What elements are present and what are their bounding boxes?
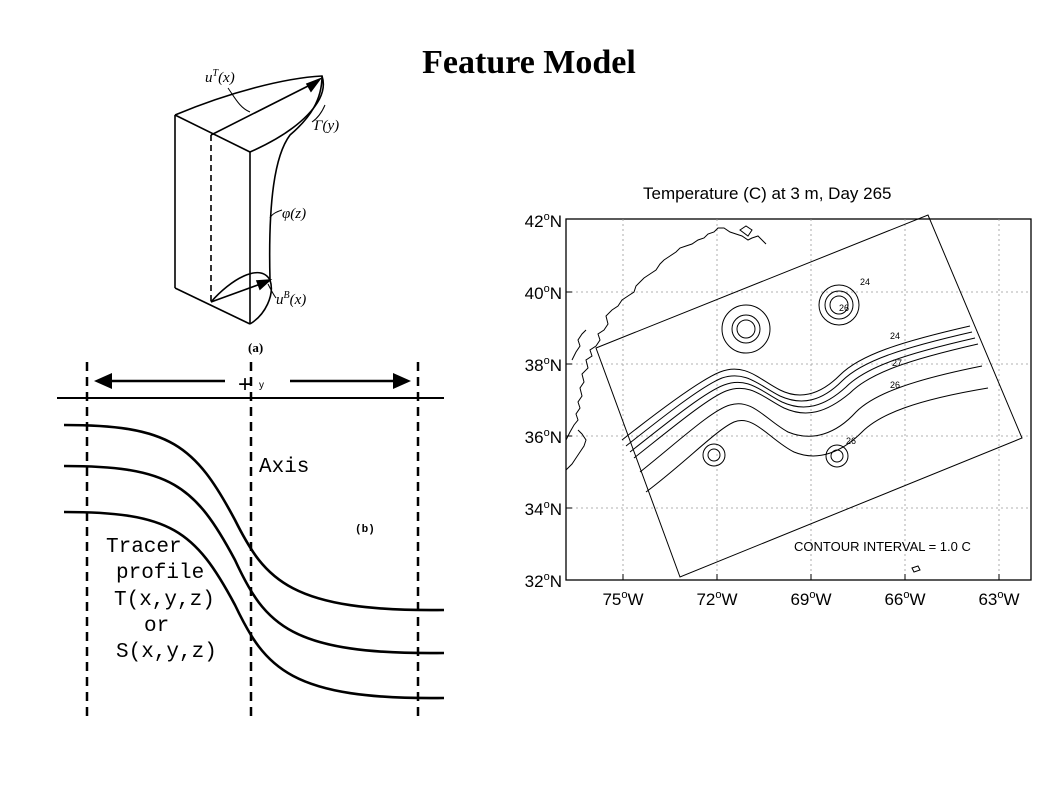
lat-axis-labels: 42oN 40oN 38oN 36oN 34oN 32oN [525,211,562,591]
contour-labels: 24 26 24 27 26 26 [839,277,902,446]
lon-label: 72oW [696,589,737,609]
axis-label: Axis [259,456,309,479]
tracer-line: S(x,y,z) [116,641,217,664]
eddy-contours [702,284,860,468]
label-uB: uB(x) [276,290,306,308]
coastline [565,225,921,573]
tracer-profile-label: Tracer profile T(x,y,z) or S(x,y,z) [106,536,217,664]
tracer-line: Tracer [106,536,182,559]
lat-label: 40oN [525,283,562,303]
panel-b-caption: (b) [355,524,375,536]
contour-label: 27 [892,358,902,368]
tracer-line: or [144,615,169,638]
lon-label: 66oW [884,589,925,609]
lat-label: 34oN [525,499,562,519]
label-gamma: Γ(y) [313,118,339,134]
temperature-contours [621,325,989,493]
contour-label: 24 [860,277,870,287]
lon-axis-labels: 75oW 72oW 69oW 66oW 63oW [602,589,1019,609]
panel-a-diagram [174,75,326,325]
contour-label: 24 [890,331,900,341]
panel-b-diagram [57,362,445,720]
lat-label: 38oN [525,355,562,375]
lon-label: 63oW [978,589,1019,609]
page-title: Feature Model [422,44,636,81]
model-domain [595,214,1023,578]
y-label: y [259,380,264,391]
contour-interval-note: CONTOUR INTERVAL = 1.0 C [794,539,971,554]
contour-label: 26 [839,303,849,313]
label-phi: φ(z) [282,206,306,222]
lat-label: 32oN [525,571,562,591]
map-frame [565,218,1032,581]
tracer-line: profile [116,562,204,585]
lon-label: 69oW [790,589,831,609]
panel-a-caption: (a) [248,340,263,355]
contour-label: 26 [846,436,856,446]
map-title: Temperature (C) at 3 m, Day 265 [643,184,891,203]
label-uT: uT(x) [205,68,235,86]
plus-y-sign: + [238,371,252,398]
tracer-line: T(x,y,z) [114,589,215,612]
contour-label: 26 [890,380,900,390]
lat-label: 36oN [525,427,562,447]
lon-label: 75oW [602,589,643,609]
lat-label: 42oN [525,211,562,231]
